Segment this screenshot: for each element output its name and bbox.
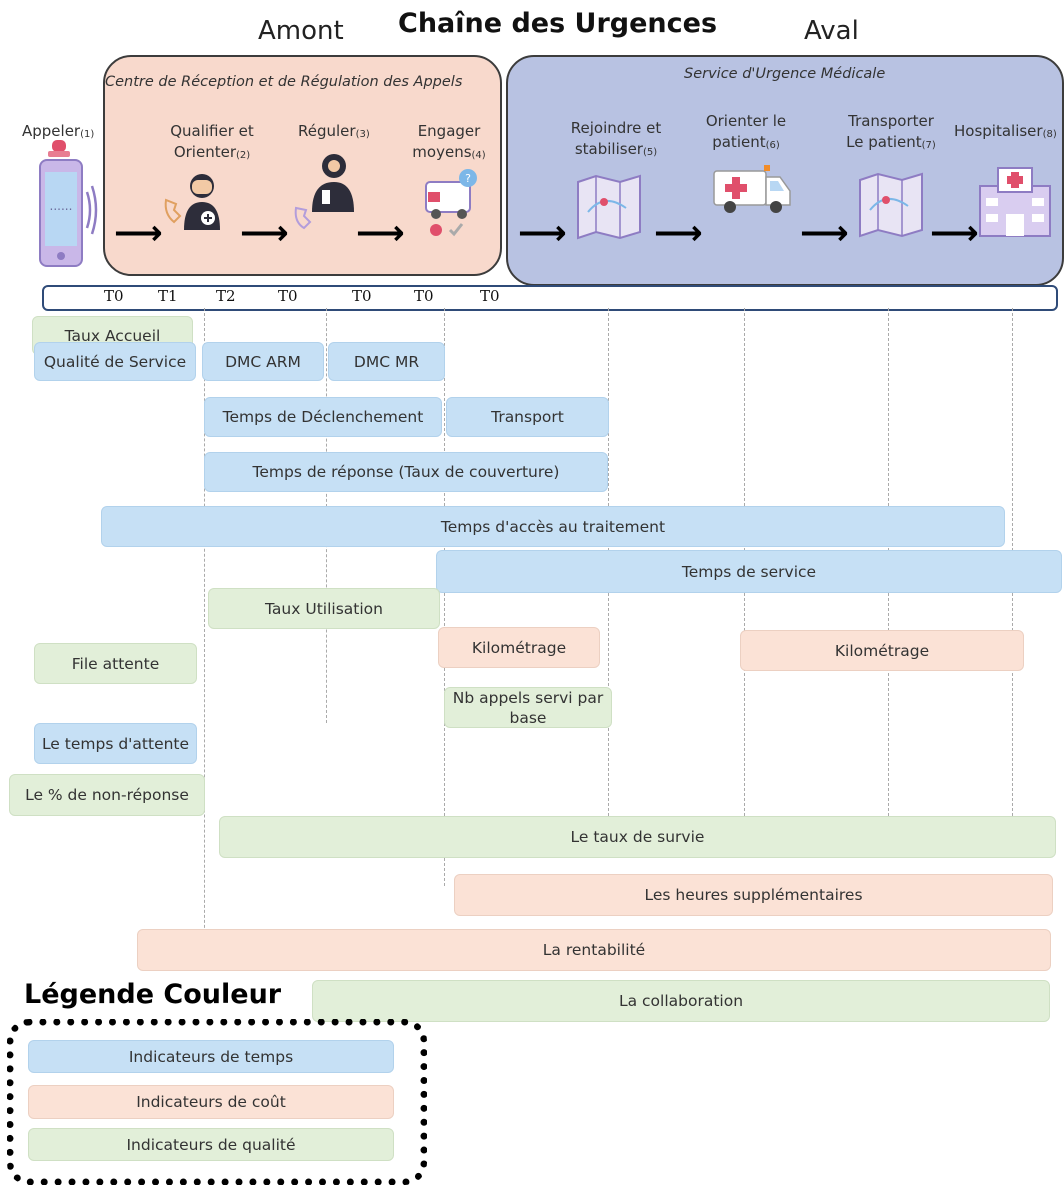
time-mark-t0: T0 [414, 287, 434, 305]
time-mark-t1: T1 [158, 287, 178, 305]
flow-arrow-6: ⟶ [800, 213, 849, 253]
time-mark-t0: T0 [480, 287, 500, 305]
indicator-dmc-arm: DMC ARM [202, 342, 324, 381]
flow-arrow-4: ⟶ [518, 213, 567, 253]
guide-line [204, 308, 205, 963]
indicator-temps-service: Temps de service [436, 550, 1062, 593]
indicator-collaboration: La collaboration [312, 980, 1050, 1022]
crra-region-title: Centre de Réception et de Régulation des… [105, 74, 463, 90]
indicator-taux-survie: Le taux de survie [219, 816, 1056, 858]
crra-region [103, 55, 502, 276]
sum-region-title: Service d'Urgence Médicale [684, 66, 886, 82]
indicator-qualite-service: Qualité de Service [34, 342, 196, 381]
guide-line [444, 308, 445, 886]
legend-item-qualite: Indicateurs de qualité [28, 1128, 394, 1161]
map-icon-transport [856, 170, 926, 240]
indicator-non-reponse: Le % de non-réponse [9, 774, 205, 816]
hospital-icon [974, 164, 1054, 240]
legend-title: Légende Couleur [24, 979, 282, 1010]
time-mark-t0: T0 [104, 287, 124, 305]
time-mark-t2: T2 [216, 287, 236, 305]
phase-amont-label: Amont [258, 16, 344, 46]
flow-arrow-7: ⟶ [930, 213, 979, 253]
operator-headset-icon [162, 170, 224, 234]
ambulance-dispatch-icon: ? [420, 168, 484, 240]
ambulance-icon [710, 163, 794, 219]
step-8-label: Hospitaliser(8) [954, 122, 1057, 140]
indicator-file-attente: File attente [34, 643, 197, 684]
timeline-bar [42, 285, 1058, 311]
indicator-temps-reponse: Temps de réponse (Taux de couverture) [204, 452, 608, 492]
sum-region [506, 55, 1064, 286]
flow-arrow-1: ⟶ [114, 213, 163, 253]
indicator-temps-attente: Le temps d'attente [34, 723, 197, 764]
step-3-label: Réguler(3) [298, 122, 370, 140]
flow-arrow-2: ⟶ [240, 213, 289, 253]
step-1-label: Appeler(1) [22, 122, 95, 140]
indicator-rentabilite: La rentabilité [137, 929, 1051, 971]
regulator-doctor-icon [294, 152, 356, 232]
svg-text:......: ...... [50, 199, 73, 213]
indicator-temps-declenchement: Temps de Déclenchement [204, 397, 442, 437]
time-mark-t0: T0 [278, 287, 298, 305]
time-mark-t0: T0 [352, 287, 372, 305]
phone-icon: ...... [36, 140, 102, 268]
diagram-title: Chaîne des Urgences [398, 8, 718, 39]
indicator-temps-acces: Temps d'accès au traitement [101, 506, 1005, 547]
legend-item-temps: Indicateurs de temps [28, 1040, 394, 1073]
legend-item-cout: Indicateurs de coût [28, 1085, 394, 1119]
indicator-kilometrage-2: Kilométrage [740, 630, 1024, 671]
indicator-dmc-mr: DMC MR [328, 342, 445, 381]
indicator-heures-sup: Les heures supplémentaires [454, 874, 1053, 916]
indicator-transport: Transport [446, 397, 609, 437]
indicator-nb-appels: Nb appels servi par base [444, 687, 612, 728]
svg-text:?: ? [465, 172, 471, 185]
flow-arrow-5: ⟶ [654, 213, 703, 253]
flow-arrow-3: ⟶ [356, 213, 405, 253]
legend-box [7, 1019, 427, 1185]
phase-aval-label: Aval [804, 16, 859, 46]
indicator-taux-utilisation: Taux Utilisation [208, 588, 440, 629]
map-icon-stabilise [574, 172, 644, 242]
indicator-kilometrage-1: Kilométrage [438, 627, 600, 668]
